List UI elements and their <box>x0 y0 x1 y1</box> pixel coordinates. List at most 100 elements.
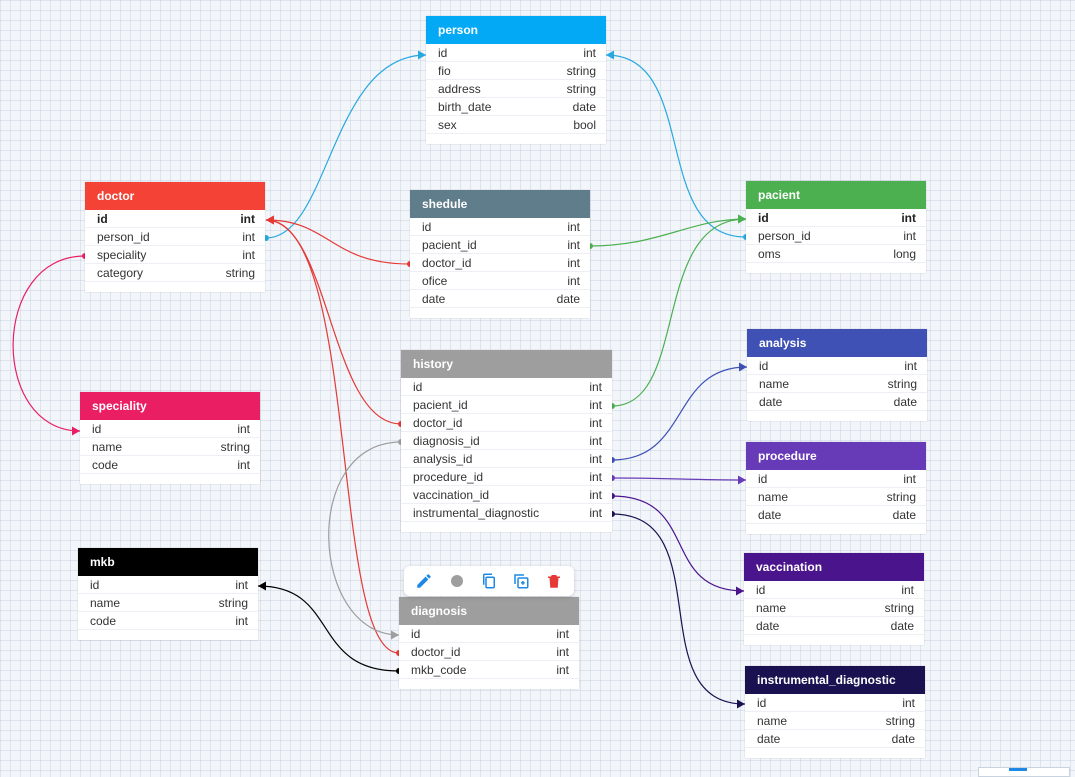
duplicate-icon[interactable] <box>509 569 533 593</box>
field-type: date <box>572 100 596 114</box>
minimap-viewport[interactable] <box>1009 768 1027 771</box>
relationship-line[interactable] <box>611 366 748 461</box>
table-title[interactable]: procedure <box>746 442 926 470</box>
field-type: int <box>589 380 602 394</box>
table-title[interactable]: analysis <box>747 329 927 357</box>
table-title[interactable]: doctor <box>85 182 265 210</box>
table-title[interactable]: pacient <box>746 181 926 209</box>
copy-icon[interactable] <box>477 569 501 593</box>
relationship-arrow <box>739 362 747 372</box>
relationship-line[interactable] <box>605 54 747 238</box>
table-title[interactable]: person <box>426 16 606 44</box>
delete-icon[interactable] <box>542 569 566 593</box>
edit-icon[interactable] <box>412 569 436 593</box>
relationship-arrow <box>737 699 745 709</box>
table-title[interactable]: speciality <box>80 392 260 420</box>
table-title[interactable]: shedule <box>410 190 590 218</box>
field-type: int <box>903 229 916 243</box>
relationship-line[interactable] <box>589 218 747 247</box>
color-icon[interactable] <box>445 569 469 593</box>
relationship-line[interactable] <box>12 255 86 432</box>
table-title[interactable]: instrumental_diagnostic <box>745 666 925 694</box>
relationship-line[interactable] <box>611 513 746 705</box>
minimap[interactable] <box>978 767 1070 777</box>
table-title[interactable]: mkb <box>78 548 258 576</box>
relationship-line[interactable] <box>611 495 745 592</box>
table-title[interactable]: vaccination <box>744 553 924 581</box>
table-title[interactable]: history <box>401 350 612 378</box>
relationship-line[interactable] <box>257 585 400 672</box>
relationship-line[interactable] <box>611 477 747 481</box>
relationship-line[interactable] <box>611 218 747 407</box>
table-title[interactable]: diagnosis <box>399 597 579 625</box>
relationship-arrow <box>391 630 399 640</box>
relationship-line[interactable] <box>265 219 411 265</box>
relationship-line[interactable] <box>265 219 402 425</box>
field-type: int <box>235 614 248 628</box>
relationship-line[interactable] <box>265 219 400 654</box>
relationship-line[interactable] <box>265 54 427 239</box>
relationship-line[interactable] <box>328 441 402 636</box>
field-name: code <box>92 458 119 472</box>
field-type: int <box>904 359 917 373</box>
